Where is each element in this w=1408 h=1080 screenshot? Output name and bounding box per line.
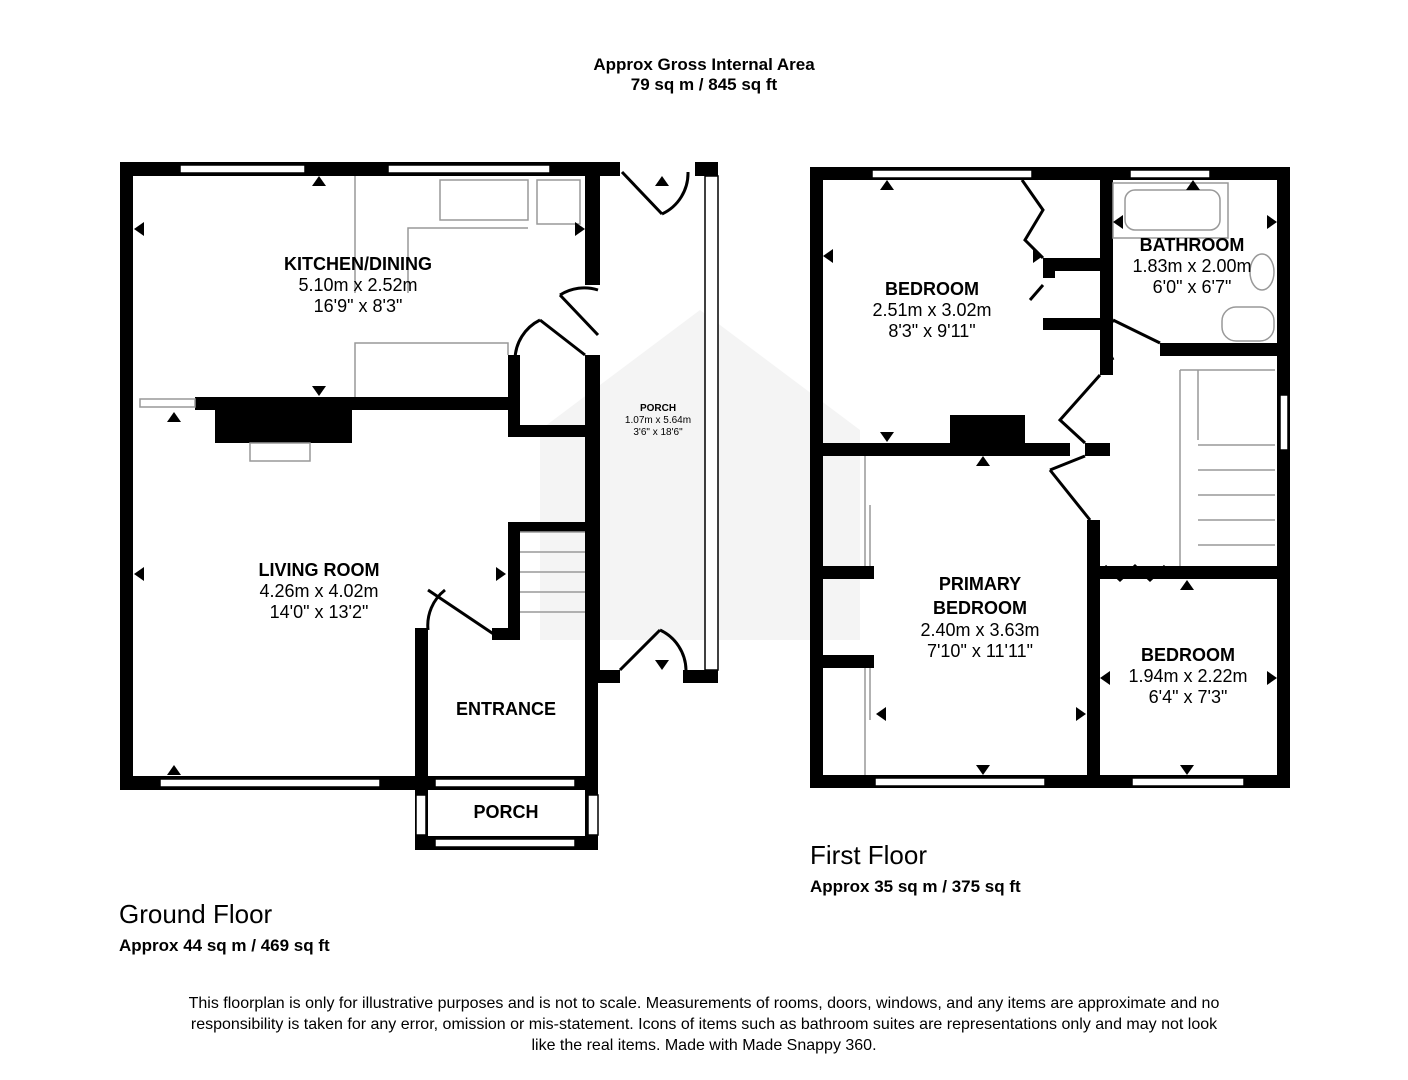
kitchen-fixtures [139,176,585,613]
room-porch-front: PORCH [473,802,538,823]
watermark-logo [540,310,860,640]
room-name: PORCH [473,802,539,822]
room-metric: 1.94m x 2.22m [1128,666,1248,686]
room-imperial: 3'6" x 18'6" [633,427,683,438]
room-name: KITCHEN/DINING [284,254,432,274]
dimension-arrows [134,176,669,775]
first-floor-dimension-arrows [823,180,1277,775]
room-name: BEDROOM [885,279,979,299]
room-entrance: ENTRANCE [456,699,556,720]
room-primary-bedroom: PRIMARY BEDROOM 2.40m x 3.63m 7'10" x 11… [920,572,1040,662]
room-bedroom-2: BEDROOM 1.94m x 2.22m 6'4" x 7'3" [1128,645,1247,708]
room-name: LIVING ROOM [258,560,380,580]
room-imperial: 6'0" x 6'7" [1152,277,1232,297]
first-floor-fixtures [864,182,1275,775]
first-floor-windows [871,169,1289,787]
room-metric: 1.07m x 5.64m [624,415,692,426]
room-imperial: 14'0" x 13'2" [269,602,369,622]
room-name: BATHROOM [1139,235,1245,255]
room-metric: 1.83m x 2.00m [1132,256,1252,276]
room-metric: 2.40m x 3.63m [920,620,1040,640]
room-metric: 4.26m x 4.02m [259,581,379,601]
room-imperial: 8'3" x 9'11" [888,321,976,341]
room-name: ENTRANCE [455,699,557,719]
room-metric: 5.10m x 2.52m [298,275,418,295]
disclaimer: This floorplan is only for illustrative … [188,995,1220,1054]
room-name: BEDROOM [1141,645,1235,665]
room-name: PRIMARY BEDROOM [933,574,1027,618]
room-metric: 2.51m x 3.02m [872,300,992,320]
gross-area-header: Approx Gross Internal Area 79 sq m / 845… [593,55,814,95]
room-kitchen-dining: KITCHEN/DINING 5.10m x 2.52m 16'9" x 8'3… [284,254,432,317]
first-floor-title: First Floor [810,840,927,870]
gross-area-title: Approx Gross Internal Area [593,55,815,74]
ground-floor-doors [426,170,690,672]
room-imperial: 16'9" x 8'3" [313,296,403,316]
room-bedroom-1: BEDROOM 2.51m x 3.02m 8'3" x 9'11" [872,279,991,342]
gross-area-value: 79 sq m / 845 sq ft [630,75,778,94]
room-bathroom: BATHROOM 1.83m x 2.00m 6'0" x 6'7" [1132,235,1251,298]
room-porch-side: PORCH 1.07m x 5.64m 3'6" x 18'6" [608,403,708,439]
ground-floor-title: Ground Floor [119,899,273,929]
room-imperial: 6'4" x 7'3" [1148,687,1228,707]
first-floor-doors [1020,179,1167,583]
ground-floor-windows [159,164,719,848]
room-imperial: 7'10" x 11'11" [926,641,1034,661]
ground-floor-area: Approx 44 sq m / 469 sq ft [119,936,330,955]
first-floor-area: Approx 35 sq m / 375 sq ft [810,877,1021,896]
room-living-room: LIVING ROOM 4.26m x 4.02m 14'0" x 13'2" [259,560,380,623]
room-name: PORCH [639,403,677,414]
